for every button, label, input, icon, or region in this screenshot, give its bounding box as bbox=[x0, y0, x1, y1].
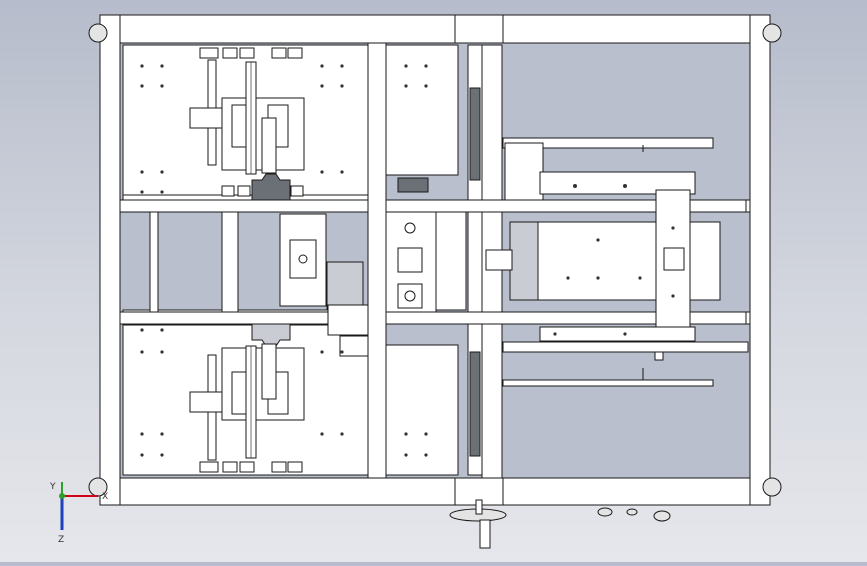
axis-triad: X Y Z bbox=[49, 482, 108, 545]
bottom-fittings bbox=[597, 507, 671, 522]
bottom-handwheel bbox=[449, 499, 507, 549]
z-axis-label: Z bbox=[58, 535, 64, 545]
mounting-holes bbox=[140, 64, 675, 457]
x-axis-label: X bbox=[102, 492, 108, 502]
corner-casters bbox=[88, 23, 782, 497]
central-drive-block bbox=[279, 213, 371, 357]
upper-left-module bbox=[122, 44, 369, 211]
center-column bbox=[367, 42, 467, 479]
axis-origin bbox=[59, 493, 65, 499]
right-carriage bbox=[385, 137, 749, 387]
y-axis-label: Y bbox=[49, 482, 56, 492]
